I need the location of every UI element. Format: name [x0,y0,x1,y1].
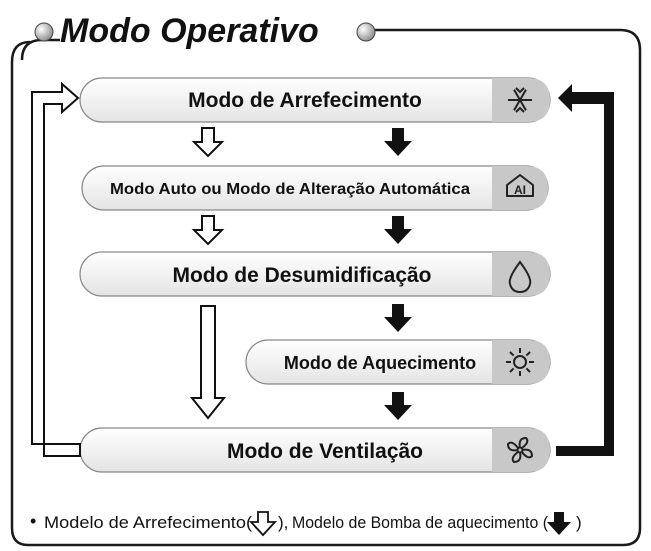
legend-heat-pump-model: Modelo de Bomba de aquecimento ( [292,513,548,532]
solid-down-arrow-icon [384,128,412,156]
solid-loop-arrow-icon [556,84,614,456]
mode-row-cooling: Modo de Arrefecimento [79,77,551,123]
auto-ai-icon-text: AI [514,183,526,197]
auto-ai-icon: AI [506,174,534,197]
mode-label-fan: Modo de Ventilação [227,440,423,463]
solid-down-arrow-icon [384,304,412,332]
hollow-down-arrow-icon [189,305,227,420]
snowflake-icon [508,87,532,113]
mode-label-auto: Modo Auto ou Modo de Alteração Automátic… [110,181,470,198]
icon-panel [492,252,550,296]
mode-row-dehumidify: Modo de Desumidificação [79,251,551,297]
hollow-down-arrow-icon [191,215,225,246]
mode-row-heating: Modo de Aquecimento [245,339,551,385]
legend-solid-arrow-icon [547,512,571,535]
legend-cooling-model: Modelo de Arrefecimento( [44,513,252,532]
legend-bullet: • [30,511,36,531]
mode-label-heating: Modo de Aquecimento [284,353,476,373]
solid-down-arrow-icon [384,216,412,244]
title-left-knob-icon [34,22,54,42]
sun-icon [506,348,534,376]
legend-separator: ), [278,513,288,532]
water-drop-icon [508,260,532,294]
solid-down-arrow-icon [384,392,412,420]
mode-row-fan: Modo de Ventilação [79,427,551,473]
icon-panel [492,428,550,472]
title-right-knob-icon [356,22,376,42]
fan-icon [506,436,534,464]
hollow-down-arrow-icon [191,127,225,158]
mode-row-auto: Modo Auto ou Modo de Alteração Automátic… [81,165,549,211]
page-title: Modo Operativo [60,12,319,50]
icon-panel [492,166,548,210]
mode-label-cooling: Modo de Arrefecimento [188,89,422,112]
legend-close: ) [576,513,582,532]
icon-panel [492,340,550,384]
mode-label-dehumidify: Modo de Desumidificação [172,264,431,287]
hollow-loop-arrow-icon [31,81,81,457]
legend-hollow-arrow-icon [248,511,278,537]
legend: • Modelo de Arrefecimento( ), Modelo de … [30,511,582,537]
